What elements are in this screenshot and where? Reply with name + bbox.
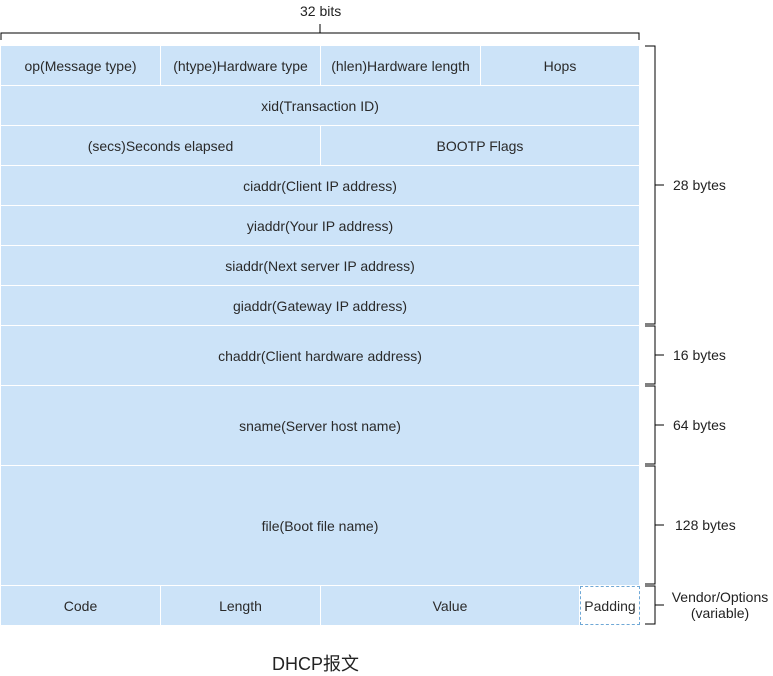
size-label-fixed: 28 bytes <box>673 177 726 193</box>
width-bracket <box>0 32 640 40</box>
field-option-code: Code <box>1 586 161 626</box>
size-label-options: Vendor/Options (variable) <box>668 589 772 621</box>
bracket-file <box>645 465 656 585</box>
size-label-sname: 64 bytes <box>673 417 726 433</box>
bracket-fixed <box>645 45 656 325</box>
field-option-length: Length <box>161 586 321 626</box>
field-sname: sname(Server host name) <box>1 386 640 466</box>
field-secs: (secs)Seconds elapsed <box>1 126 321 166</box>
bracket-options <box>645 585 656 625</box>
field-siaddr: siaddr(Next server IP address) <box>1 246 640 286</box>
diagram-caption: DHCP报文 <box>272 654 360 674</box>
field-padding: Padding <box>580 586 640 625</box>
field-ciaddr: ciaddr(Client IP address) <box>1 166 640 206</box>
field-hops: Hops <box>481 46 640 86</box>
field-op: op(Message type) <box>1 46 161 86</box>
bracket-chaddr <box>645 325 656 385</box>
field-option-value: Value <box>321 586 580 626</box>
field-htype: (htype)Hardware type <box>161 46 321 86</box>
bracket-sname <box>645 385 656 465</box>
field-giaddr: giaddr(Gateway IP address) <box>1 286 640 326</box>
size-label-options-line2: (variable) <box>690 605 750 621</box>
field-hlen: (hlen)Hardware length <box>321 46 481 86</box>
field-flags: BOOTP Flags <box>321 126 640 166</box>
width-label: 32 bits <box>300 3 342 19</box>
size-label-chaddr: 16 bytes <box>673 347 726 363</box>
field-chaddr: chaddr(Client hardware address) <box>1 326 640 386</box>
size-label-options-line1: Vendor/Options <box>671 589 769 605</box>
field-xid: xid(Transaction ID) <box>1 86 640 126</box>
field-file: file(Boot file name) <box>1 466 640 586</box>
size-label-file: 128 bytes <box>675 517 736 533</box>
field-yiaddr: yiaddr(Your IP address) <box>1 206 640 246</box>
